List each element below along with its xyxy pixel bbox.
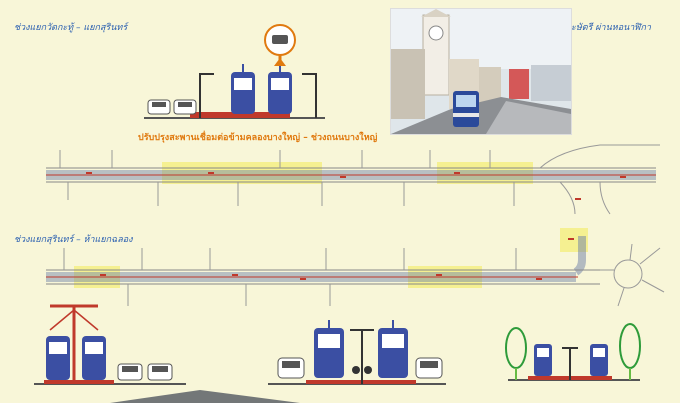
route-plan-top (46, 144, 660, 215)
cross-section-bottom-middle (268, 320, 446, 385)
tram-callout-icon (264, 24, 296, 66)
cross-section-top (144, 24, 325, 119)
tram-icon (268, 64, 292, 114)
car-icon (147, 363, 173, 381)
car-icon (277, 357, 305, 379)
street-lamp-icon (562, 347, 578, 380)
street-photo (390, 8, 572, 135)
cross-section-bottom-left (34, 304, 186, 385)
car-icon (415, 357, 443, 379)
tram-icon (82, 336, 106, 380)
tram-icon (378, 320, 408, 378)
tram-icon (534, 344, 552, 376)
car-icon (147, 99, 171, 115)
five-way-junction (600, 243, 665, 307)
tree-icon (505, 327, 527, 380)
section1-title: ช่วงแยกวัดกะทู้ – แยกสุรินทร์ (14, 23, 128, 33)
orange-caption: ปรับปรุงสะพานเชื่อมต่อข้ามคลองบางใหญ่ – … (138, 133, 378, 143)
tram-icon (590, 344, 608, 376)
car-icon (117, 363, 143, 381)
tree-icon (619, 323, 641, 380)
section1-right-title: ถนนเทพกระษัตรี ผ่านหอนาฬิกา (528, 23, 651, 33)
route-plan-bottom (46, 228, 665, 307)
tram-icon (231, 64, 255, 114)
street-lamp-icon (350, 329, 374, 384)
cross-section-bottom-right (505, 323, 641, 381)
street-photo-illustration (391, 9, 571, 134)
tram-icon (314, 320, 344, 378)
car-icon (173, 99, 197, 115)
tram-icon (46, 336, 70, 380)
section2-title: ช่วงแยกสุรินทร์ – ห้าแยกฉลอง (14, 235, 133, 245)
